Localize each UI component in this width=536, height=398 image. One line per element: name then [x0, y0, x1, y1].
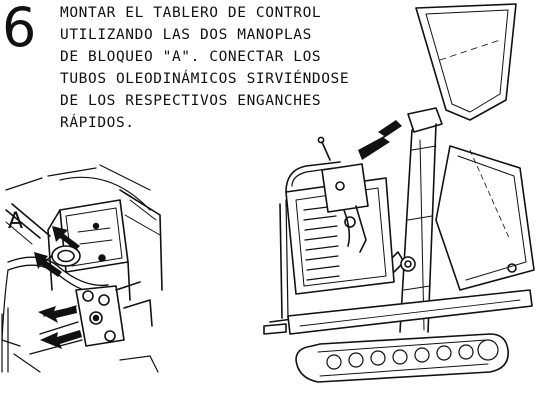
step-number: 6 — [2, 0, 36, 59]
instruction-text: MONTAR EL TABLERO DE CONTROL UTILIZANDO … — [60, 2, 390, 134]
instruction-line: DE BLOQUEO "A". CONECTAR LOS — [60, 49, 322, 65]
arrow-icon — [52, 226, 80, 250]
instruction-line: DE LOS RESPECTIVOS ENGANCHES — [60, 93, 322, 109]
callout-label-a: A — [8, 209, 23, 234]
detail-view-illustration — [1, 164, 163, 373]
instruction-line: TUBOS OLEODINÁMICOS SIRVIÉNDOSE — [60, 71, 350, 87]
arrow-icon — [34, 252, 62, 277]
instruction-line: RÁPIDOS. — [60, 115, 135, 131]
arrow-icon — [38, 306, 77, 323]
detail-arrows — [34, 226, 82, 349]
vent-slots — [303, 205, 340, 281]
track-wheels — [326, 339, 499, 370]
instruction-line: UTILIZANDO LAS DOS MANOPLAS — [60, 27, 312, 43]
instruction-line: MONTAR EL TABLERO DE CONTROL — [60, 5, 322, 21]
arrow-icon — [40, 330, 82, 349]
machine-illustration — [263, 3, 535, 383]
arrow-icon — [358, 120, 402, 160]
